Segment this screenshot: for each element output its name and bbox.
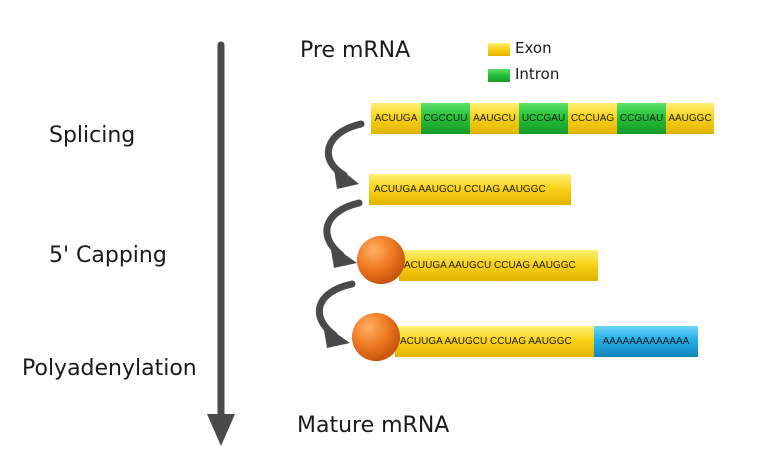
legend-label-exon: Exon xyxy=(515,39,552,57)
spliced-mrna-strand: ACUUGA AAUGCU CCUAG AAUGGC xyxy=(369,174,571,205)
stage-label-capping: 5' Capping xyxy=(49,243,167,268)
curved-arrow-polyadenylation xyxy=(315,280,356,348)
five-prime-cap xyxy=(352,313,400,361)
stage-label-splicing: Splicing xyxy=(49,123,136,148)
pre-mrna-title: Pre mRNA xyxy=(300,38,411,63)
curved-arrow-capping xyxy=(323,199,363,268)
poly-a-tail: AAAAAAAAAAAAA xyxy=(594,326,698,357)
pre-mrna-segment: UCCGAU xyxy=(519,103,568,134)
pre-mrna-segment: CCCUAG xyxy=(568,103,617,134)
curved-arrow-splicing xyxy=(324,120,365,189)
stage-label-polyadenylation: Polyadenylation xyxy=(22,356,197,381)
mature-mrna-title: Mature mRNA xyxy=(297,413,450,438)
capped-sequence: ACUUGA AAUGCU CCUAG AAUGGC xyxy=(399,250,598,281)
capped-mrna-strand: ACUUGA AAUGCU CCUAG AAUGGC xyxy=(399,250,598,281)
five-prime-cap xyxy=(357,236,405,284)
pre-mrna-strand: ACUUGA CGCCUU AAUGCU UCCGAU CCCUAG CCGUA… xyxy=(371,103,714,134)
pre-mrna-segment: AAUGGC xyxy=(666,103,714,134)
mature-mrna-strand: ACUUGA AAUGCU CCUAG AAUGGC AAAAAAAAAAAAA xyxy=(395,326,698,357)
pre-mrna-segment: ACUUGA xyxy=(371,103,421,134)
pre-mrna-segment: AAUGCU xyxy=(470,103,519,134)
spliced-sequence: ACUUGA AAUGCU CCUAG AAUGGC xyxy=(369,174,571,205)
pre-mrna-segment: CCGUAU xyxy=(617,103,666,134)
legend-label-intron: Intron xyxy=(515,65,560,83)
mature-sequence: ACUUGA AAUGCU CCUAG AAUGGC xyxy=(395,326,594,357)
pre-mrna-segment: CGCCUU xyxy=(421,103,470,134)
process-timeline-arrow xyxy=(207,41,235,446)
legend-swatch-exon xyxy=(488,43,510,56)
legend-swatch-intron xyxy=(488,69,510,82)
